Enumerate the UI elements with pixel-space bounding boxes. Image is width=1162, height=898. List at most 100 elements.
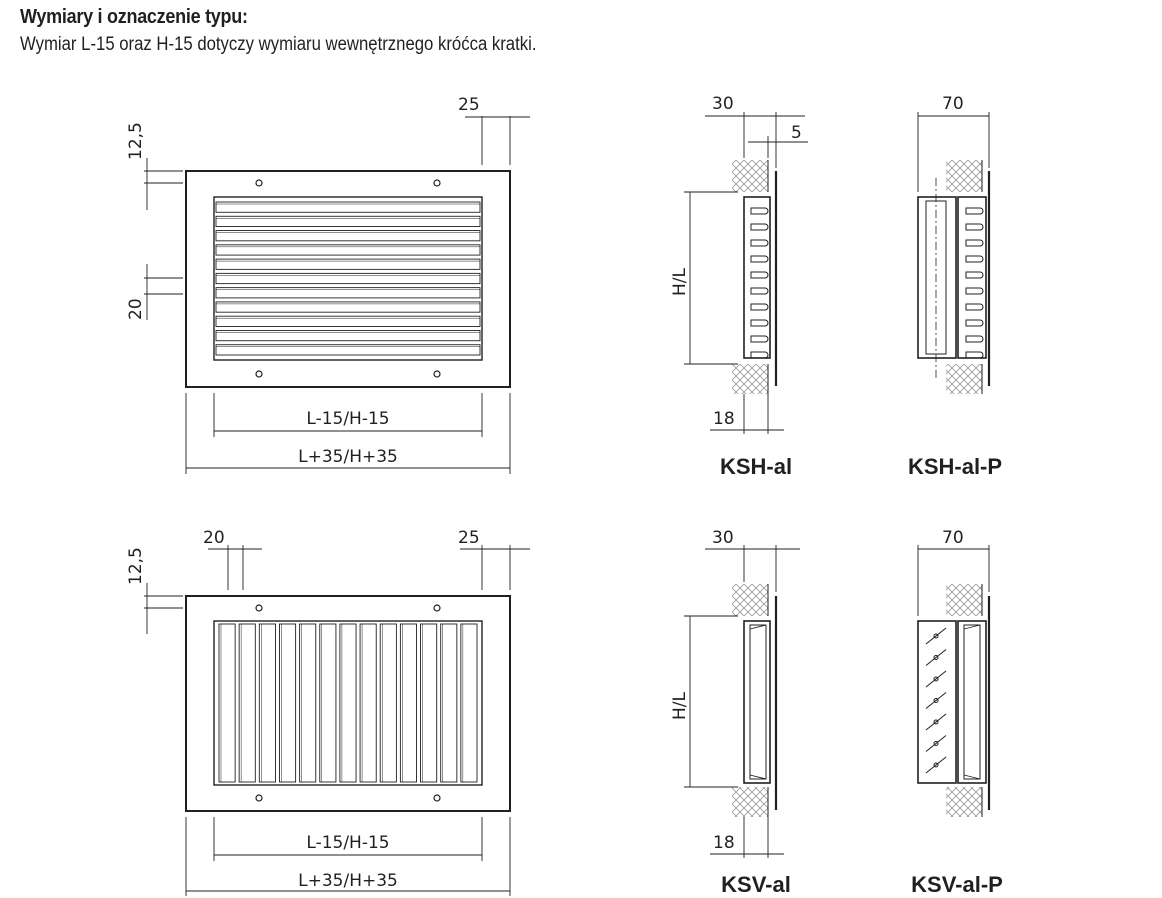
wall-hatch-bottom — [732, 787, 768, 817]
damper-blade — [925, 670, 947, 688]
dim-outer-width-label: L+35/H+35 — [298, 871, 398, 891]
dim-18-label: 18 — [713, 833, 735, 853]
louvre-profile — [750, 255, 769, 263]
louvre-profile — [750, 335, 769, 343]
screw-hole — [255, 794, 263, 802]
screw-hole — [255, 179, 263, 187]
dimension-70 — [917, 112, 990, 192]
dim-25-label: 25 — [458, 528, 480, 548]
inner-frame — [213, 620, 483, 786]
type-label: KSH-al — [720, 454, 792, 479]
louvre-blade — [215, 344, 481, 356]
louvre-profile — [965, 223, 984, 231]
dim-20-label: 20 — [126, 298, 146, 320]
louvre-blade — [215, 215, 481, 227]
dimension-inner-width — [213, 393, 483, 437]
dim-inner-width-label: L-15/H-15 — [306, 409, 389, 429]
wall-hatch-bottom — [732, 364, 768, 394]
outer-frame — [185, 595, 511, 812]
wall-hatch-bottom — [946, 364, 982, 394]
wall-hatch-top — [732, 160, 768, 192]
damper-body — [917, 196, 957, 359]
damper-blade — [925, 756, 947, 774]
louvre-blade — [215, 315, 481, 327]
dimension-18 — [710, 394, 784, 434]
dimension-height — [684, 191, 738, 365]
front-view-vertical: 20 25 12,5 L-15/H-15 L+35/H+35 — [126, 528, 530, 896]
dimension-30 — [705, 545, 800, 592]
dimension-outer-width — [185, 817, 511, 896]
louvre-blade — [215, 301, 481, 313]
louvre-blade — [319, 623, 337, 783]
louvre-blade — [215, 287, 481, 299]
heading-title: Wymiary i oznaczenie typu: — [20, 6, 248, 28]
vertical-blade-edge — [749, 624, 767, 780]
side-view-ksh-al: 30 5 H/L 18 KSH-al — [670, 94, 808, 479]
louvre-blade — [379, 623, 397, 783]
inner-frame — [213, 196, 483, 361]
grille-body — [743, 620, 771, 784]
dim-20-label: 20 — [203, 528, 225, 548]
dimension-18 — [710, 817, 784, 858]
vertical-blade-edge — [963, 624, 981, 780]
type-label: KSV-al — [721, 872, 791, 897]
front-view-horizontal: 25 12,5 20 L-15/H-15 L+35/H+35 — [126, 95, 530, 474]
dimension-inner-width — [213, 817, 483, 861]
dimension-70 — [917, 545, 990, 616]
dim-30-label: 30 — [712, 94, 734, 114]
louvre-blade — [258, 623, 276, 783]
dim-70-label: 70 — [942, 94, 964, 114]
louvre-profile — [965, 207, 984, 215]
side-view-ksh-al-p: 70 KSH-al-P — [908, 94, 1002, 479]
horizontal-louvre-profiles — [965, 207, 984, 359]
damper-blades — [925, 627, 947, 774]
grille-body — [957, 620, 987, 784]
louvre-profile — [965, 335, 984, 343]
louvre-profile — [965, 319, 984, 327]
wall-hatch-bottom — [946, 787, 982, 817]
louvre-profile — [750, 287, 769, 295]
dim-12-5-label: 12,5 — [126, 547, 146, 585]
louvre-blade — [359, 623, 377, 783]
louvre-profile — [965, 303, 984, 311]
louvre-profile — [965, 271, 984, 279]
louvre-blade — [215, 201, 481, 213]
dimension-20 — [208, 545, 262, 590]
louvre-blade — [215, 230, 481, 242]
louvre-profile — [750, 351, 769, 359]
heading-subtitle: Wymiar L-15 oraz H-15 dotyczy wymiaru we… — [20, 34, 537, 55]
dimension-25 — [465, 116, 530, 165]
louvre-profile — [750, 239, 769, 247]
dim-outer-width-label: L+35/H+35 — [298, 447, 398, 467]
wall-hatch-top — [946, 584, 982, 616]
screw-hole — [433, 604, 441, 612]
damper-pivot — [933, 762, 939, 768]
screw-hole — [255, 370, 263, 378]
screw-hole — [433, 794, 441, 802]
louvre-blade — [420, 623, 438, 783]
dimension-30 — [705, 112, 808, 168]
dimension-outer-width — [185, 393, 511, 474]
outer-frame — [185, 170, 511, 388]
dim-25-label: 25 — [458, 95, 480, 115]
dimension-25 — [460, 545, 530, 590]
dim-5-label: 5 — [791, 123, 802, 143]
screw-hole — [433, 370, 441, 378]
damper-pivot — [933, 719, 939, 725]
louvre-blade — [460, 623, 478, 783]
louvre-profile — [750, 303, 769, 311]
damper-blade — [925, 649, 947, 666]
damper-pivot — [933, 676, 939, 682]
side-view-ksv-al-p: 70 KSV-al-P — [911, 528, 1003, 897]
type-label: KSH-al-P — [908, 454, 1002, 479]
damper-blade — [925, 627, 947, 645]
damper-pivot — [933, 741, 939, 746]
louvre-blade — [215, 330, 481, 342]
damper-blade — [925, 735, 947, 752]
louvre-blade — [339, 623, 357, 783]
side-view-ksv-al: 30 H/L 18 KSV-al — [670, 528, 800, 897]
dim-18-label: 18 — [713, 409, 735, 429]
dimension-20 — [144, 264, 183, 320]
type-label: KSV-al-P — [911, 872, 1003, 897]
